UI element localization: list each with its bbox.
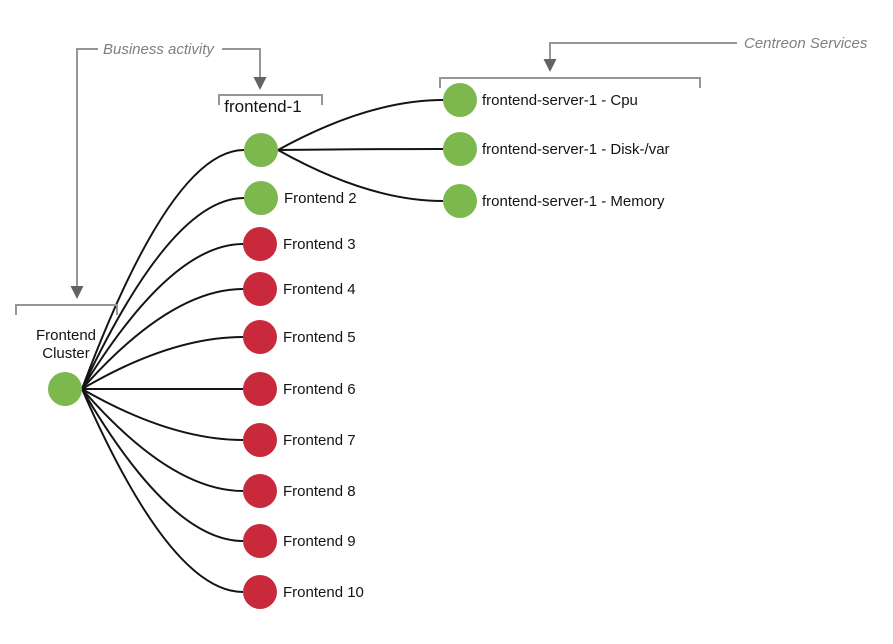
edges-group [81, 99, 444, 593]
node-label-frontend-4: Frontend 4 [283, 281, 356, 298]
node-frontend-10 [243, 575, 277, 609]
node-label-frontend-8: Frontend 8 [283, 483, 356, 500]
edge-frontend-cluster-to-frontend-1 [81, 149, 245, 390]
node-label-frontend-server-1-memory: frontend-server-1 - Memory [482, 193, 665, 210]
node-frontend-8 [243, 474, 277, 508]
frontend-1-bracket [218, 94, 323, 105]
edge-frontend-1-to-frontend-server-1-cpu [277, 99, 444, 151]
business-activity-connector-right [222, 48, 261, 77]
edge-frontend-cluster-to-frontend-7 [81, 388, 244, 441]
edge-frontend-1-to-frontend-server-1-disk-var [277, 148, 444, 151]
edge-frontend-cluster-to-frontend-8 [81, 388, 244, 492]
node-frontend-6 [243, 372, 277, 406]
node-label-frontend-7: Frontend 7 [283, 432, 356, 449]
frontend-1-node-label: frontend-1 [224, 97, 302, 116]
edge-frontend-cluster-to-frontend-9 [81, 388, 244, 542]
node-label-frontend-3: Frontend 3 [283, 236, 356, 253]
node-frontend-server-1-disk-var [443, 132, 477, 166]
frontend-cluster-bracket [15, 304, 118, 315]
node-frontend-server-1-memory [443, 184, 477, 218]
business-activity-connector-left [76, 48, 98, 286]
frontend-cluster-label-line-1: Frontend [36, 327, 96, 344]
node-frontend-4 [243, 272, 277, 306]
edge-frontend-cluster-to-frontend-5 [81, 336, 244, 390]
edge-frontend-1-to-frontend-server-1-memory [277, 149, 444, 202]
node-frontend-5 [243, 320, 277, 354]
arrow-down-icon [253, 77, 267, 90]
node-label-frontend-6: Frontend 6 [283, 381, 356, 398]
node-frontend-1 [244, 133, 278, 167]
edge-frontend-cluster-to-frontend-10 [81, 388, 244, 593]
node-frontend-7 [243, 423, 277, 457]
node-label-frontend-server-1-disk-var: frontend-server-1 - Disk-/var [482, 141, 670, 158]
business-activity-annotation: Business activity [70, 41, 267, 299]
node-frontend-2 [244, 181, 278, 215]
node-label-frontend-5: Frontend 5 [283, 329, 356, 346]
node-frontend-server-1-cpu [443, 83, 477, 117]
edge-frontend-cluster-to-frontend-3 [81, 243, 244, 390]
node-frontend-9 [243, 524, 277, 558]
node-label-frontend-9: Frontend 9 [283, 533, 356, 550]
node-frontend-cluster [48, 372, 82, 406]
arrow-down-icon [543, 59, 557, 72]
node-label-frontend-10: Frontend 10 [283, 584, 364, 601]
node-label-frontend-2: Frontend 2 [284, 190, 357, 207]
labels-group: Frontend 2 Frontend 3 Frontend 4 Frontend 5… [283, 92, 670, 601]
business-activity-label: Business activity [103, 41, 215, 58]
arrow-down-icon [70, 286, 84, 299]
centreon-services-connector [549, 42, 737, 59]
edge-frontend-cluster-to-frontend-2 [81, 197, 245, 390]
centreon-services-annotation: Centreon Services [543, 35, 868, 72]
node-label-frontend-server-1-cpu: frontend-server-1 - Cpu [482, 92, 638, 109]
edge-frontend-cluster-to-frontend-4 [81, 288, 244, 390]
node-frontend-3 [243, 227, 277, 261]
frontend-cluster-label-line-2: Cluster [42, 345, 90, 362]
services-bracket [439, 77, 701, 88]
nodes-group [48, 83, 477, 609]
centreon-services-label: Centreon Services [744, 35, 868, 52]
